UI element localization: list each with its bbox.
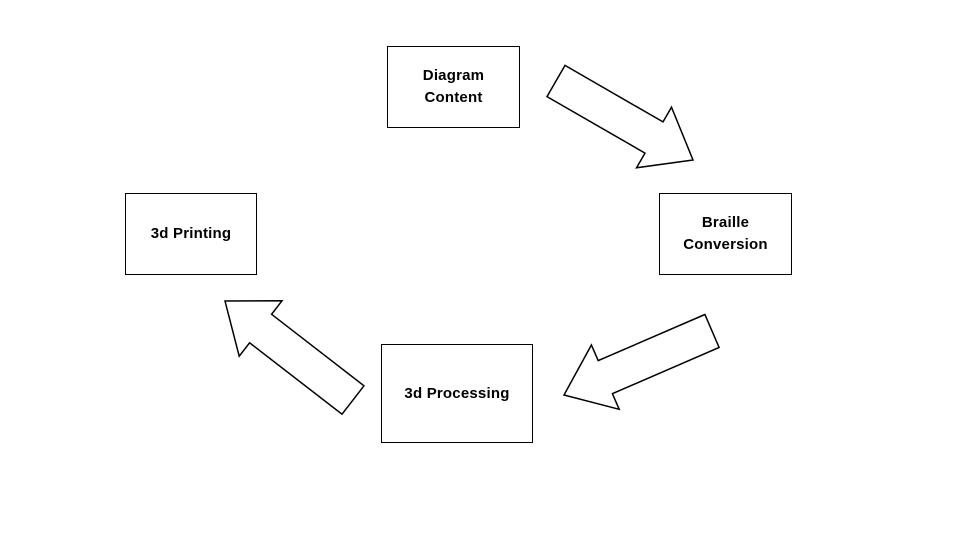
node-label-line: 3d Processing bbox=[404, 384, 510, 402]
node-label: Braille Conversion bbox=[683, 212, 768, 256]
node-label-line: Diagram bbox=[422, 67, 485, 84]
arrow-3d-processing-to-3d-printing bbox=[224, 300, 366, 416]
node-3d-printing: 3d Printing bbox=[125, 193, 257, 275]
node-label-line: Conversion bbox=[683, 236, 768, 253]
node-label: Diagram Content bbox=[423, 65, 484, 109]
node-3d-processing: 3d Processing bbox=[381, 344, 533, 443]
arrow-diagram-content-to-braille-conversion bbox=[545, 64, 695, 169]
node-label-line: Content bbox=[424, 89, 483, 106]
node-braille-conversion: Braille Conversion bbox=[659, 193, 792, 275]
node-label-line: 3d Printing bbox=[150, 225, 232, 242]
node-diagram-content: Diagram Content bbox=[387, 46, 520, 128]
node-label-line: Braille bbox=[701, 214, 750, 231]
node-label: 3d Processing bbox=[404, 383, 509, 405]
node-label: 3d Printing bbox=[151, 223, 232, 245]
arrow-braille-conversion-to-3d-processing bbox=[562, 313, 721, 411]
